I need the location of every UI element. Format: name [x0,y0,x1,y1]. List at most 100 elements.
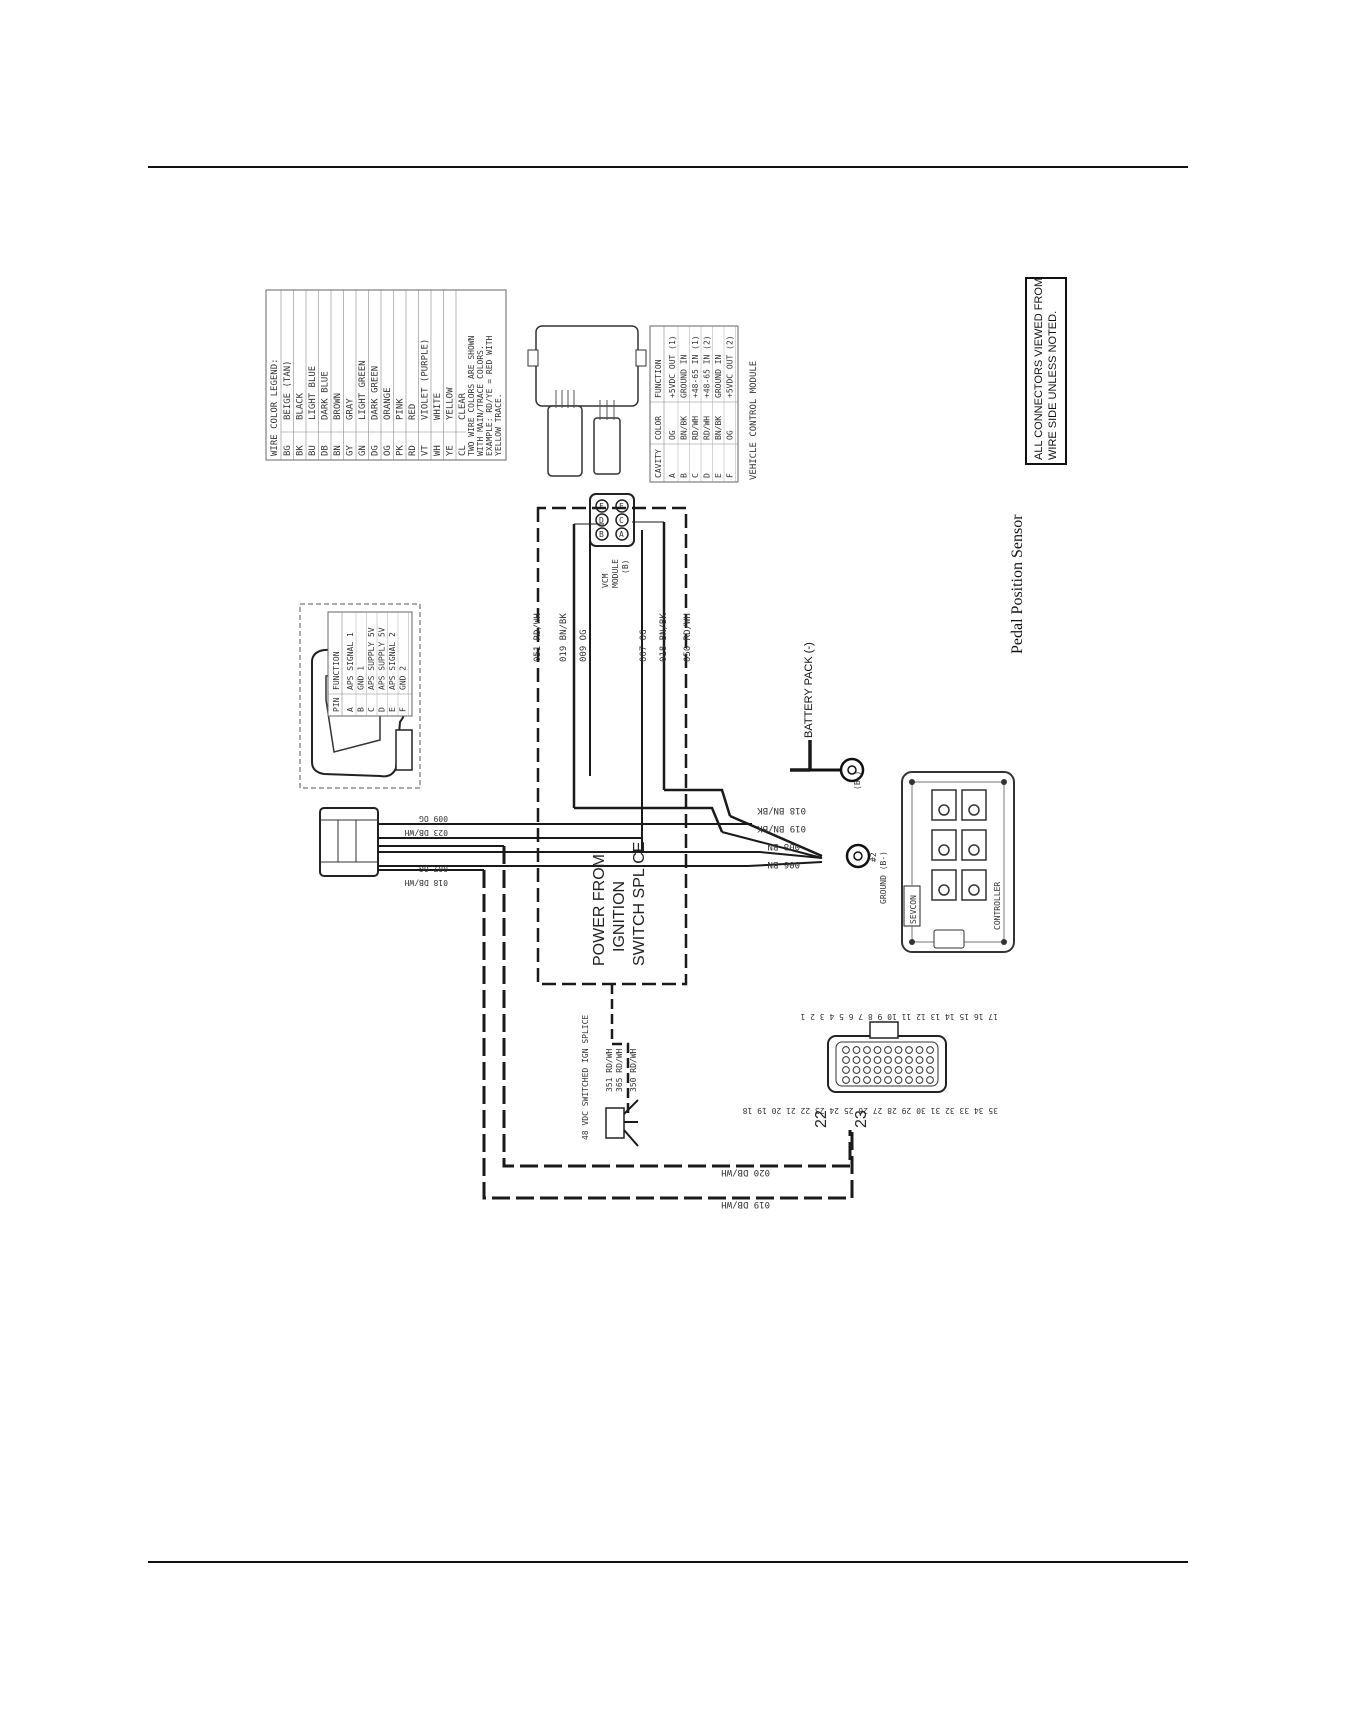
vcm-header: CAVITY [654,449,663,478]
header-rule [148,166,1188,168]
vcm-cell: +5VDC OUT (2) [726,335,735,398]
connector-pin-hole [915,1066,924,1074]
wire-051: 051 RD/WH [533,613,543,662]
legend-code: GN [358,445,368,456]
ign-wire-365: 365 RD/WH [615,1048,624,1092]
legend-note-line: WITH MAIN/TRACE COLORS. [476,345,485,456]
legend-note-line: YELLOW TRACE. [494,393,503,456]
vcm-cell: +48-65 IN (1) [691,335,700,398]
aps-cell: APS SIGNAL 1 [346,632,355,690]
ground-ring-terminal [845,843,871,869]
vcm-cavity-letter: B [599,530,604,539]
long-wire-019: 019 DB/WH [721,1199,770,1209]
connector-pin-hole [873,1076,882,1084]
vcm-cell: +48-65 IN (2) [703,335,712,398]
title-text: Pedal Position Sensor [1009,514,1026,654]
legend-note-line: EXAMPLE: RD/YE = RED WITH [485,335,494,456]
aps-cell: B [357,707,366,712]
legend-color-name: BROWN [333,393,343,420]
pin-22-label: 22 [813,1110,830,1128]
connector-pin-hole [894,1066,903,1074]
vcm-title: VEHICLE CONTROL MODULE [749,361,759,480]
connector-pin-hole [926,1066,934,1074]
battery-pack-label: BATTERY PACK (-) (B-) [803,642,862,790]
vcm-module-drawing [527,325,647,477]
aps-connector [319,807,379,877]
vcm-cell: D [703,473,712,478]
splice-018: 018 BN/BK [757,805,806,815]
vcm-cell: RD/WH [691,416,700,440]
ign-wire-351: 351 RD/WH [605,1048,614,1092]
vcm-cell: +5VDC OUT (1) [668,335,677,398]
legend-color-name: GRAY [346,398,356,420]
connector-pin-hole [894,1046,903,1054]
aps-cell: APS SUPPLY 5V [378,627,387,690]
connector-pin-hole [842,1076,850,1084]
footer-rule [148,1561,1188,1563]
legend-color-name: CLEAR [458,392,468,420]
connector-pin-hole [842,1056,850,1064]
connector-pin-hole [905,1066,913,1074]
connector-pin-hole [873,1046,882,1054]
aps-cell: C [367,707,376,712]
vcm-cavity-letter: A [619,530,624,539]
connector-pin-hole [863,1066,871,1074]
vcm-cell: E [714,473,723,478]
ground-label: GROUND (B-) #2 [869,851,888,904]
legend-color-name: VIOLET (PURPLE) [421,339,431,420]
vcm-cell: OG [726,430,735,440]
wire-harness [378,506,854,1200]
power-line-3: SWITCH SPLICE [631,842,648,966]
controller-brand: SEVCON [909,895,918,924]
vcm-cell: GROUND IN [680,354,689,398]
battery-label: BATTERY PACK (-) [803,642,815,738]
connector-pin-hole [915,1046,924,1054]
note-line-2: WIRE SIDE UNLESS NOTED. [1047,311,1059,460]
connector-pin-hole [905,1046,913,1054]
legend-color-name: WHITE [433,393,443,420]
connector-pin-hole [852,1076,861,1084]
vcm-header: COLOR [654,416,663,440]
splice-019: 019 BN/BK [757,823,806,833]
aps-cell: APS SIGNAL 2 [388,632,397,690]
connector-pin-hole [842,1066,850,1074]
power-line-1: POWER FROM [591,854,608,966]
legend-color-name: DARK BLUE [321,371,331,420]
wire-labels: 051 RD/WH 019 BN/BK 009 OG 007 OG 018 BN… [404,613,806,1209]
wire-050: 050 RD/WH [683,613,693,662]
legend-code: YE [446,445,456,456]
pin-row-top: 17 16 15 14 13 12 11 10 9 8 7 6 5 4 3 2 … [800,1012,998,1021]
legend-code: BU [308,445,318,456]
legend-code: BG [283,445,293,456]
vcm-cavity-letter: D [599,516,604,525]
connector-pin-hole [852,1066,861,1074]
legend-code: DB [321,445,331,456]
pin-row-bottom: 35 34 33 32 31 30 29 28 27 26 25 24 23 2… [743,1106,998,1115]
legend-color-name: YELLOW [446,387,456,420]
connector-pin-hole [873,1066,882,1074]
connector-pin-hole [852,1046,861,1054]
connector-pin-hole [915,1076,924,1084]
aps-cell: APS SUPPLY 5V [367,627,376,690]
legend-code: OG [383,445,393,456]
ground-text: GROUND (B-) [879,851,888,904]
connector-pin-hole [884,1076,892,1084]
vcm-cavity [595,513,609,527]
connector-pin-hole [863,1056,871,1064]
legend-note-line: TWO WIRE COLORS ARE SHOWN [467,335,476,456]
wire-018: 018 BN/BK [659,613,669,662]
legend-code: GY [346,445,356,456]
aps-cell: A [346,707,355,712]
connectors-note: ALL CONNECTORS VIEWED FROM WIRE SIDE UNL… [1025,277,1067,465]
legend-heading: WIRE COLOR LEGEND: [270,358,280,456]
ign-splice-label: 48 VDC SWITCHED IGN SPLICE [581,1015,590,1140]
vcm-cavity [615,527,629,541]
note-line-1: ALL CONNECTORS VIEWED FROM [1033,278,1045,460]
vcm-cavity-letter: E [619,502,624,511]
vcm-cell: BN/BK [714,416,723,440]
connector-pin-hole [915,1056,924,1064]
